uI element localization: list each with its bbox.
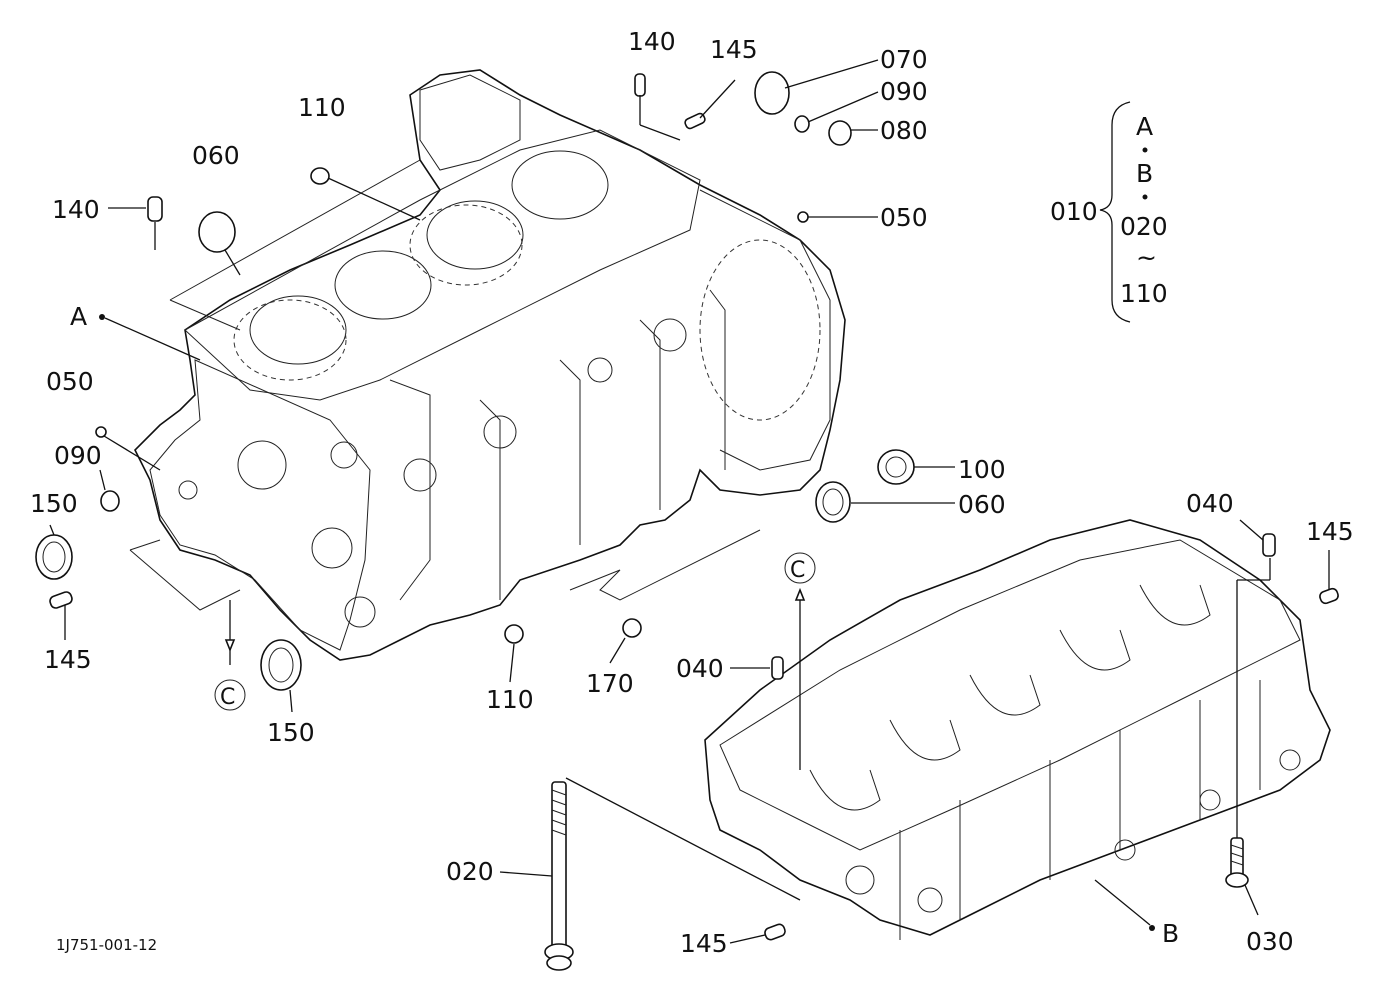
part-labels: 140 145 070 090 080 050 110 060 140 A 05… — [30, 27, 1354, 958]
label-020: 020 — [446, 857, 494, 886]
legend-dot-2 — [1142, 194, 1148, 200]
ref-c-left-circle — [214, 679, 246, 711]
label-040-left: 040 — [676, 654, 724, 683]
leader-lines — [49, 59, 1330, 944]
legend-item-a: A — [1136, 112, 1153, 141]
assembly-legend: 010 A B 020 ~ 110 — [1050, 101, 1168, 323]
label-070: 070 — [880, 45, 928, 74]
label-145-left: 145 — [44, 645, 92, 674]
label-150-bottom: 150 — [267, 718, 315, 747]
label-ref-c-left: C — [220, 685, 235, 710]
lower-crankcase-drawing — [704, 519, 1331, 940]
label-060-right: 060 — [958, 490, 1006, 519]
legend-assembly: 010 — [1050, 197, 1098, 226]
legend-item-020: 020 — [1120, 212, 1168, 241]
label-ref-a: A — [70, 302, 87, 331]
legend-dot-1 — [1142, 147, 1148, 153]
label-145-top: 145 — [710, 35, 758, 64]
label-145-right: 145 — [1306, 517, 1354, 546]
legend-item-110: 110 — [1120, 279, 1168, 308]
label-090-left: 090 — [54, 441, 102, 470]
label-ref-b: B — [1162, 919, 1179, 948]
label-170: 170 — [586, 669, 634, 698]
label-090-top: 090 — [880, 77, 928, 106]
upper-crankcase-drawing — [129, 69, 846, 661]
label-100: 100 — [958, 455, 1006, 484]
label-145-bottom: 145 — [680, 929, 728, 958]
label-050-left: 050 — [46, 367, 94, 396]
label-140-top: 140 — [628, 27, 676, 56]
parts-drawing — [35, 71, 1339, 971]
label-110-bottom: 110 — [486, 685, 534, 714]
label-110-top: 110 — [298, 93, 346, 122]
figure-id: 1J751-001-12 — [56, 936, 157, 954]
label-ref-c-right: C — [790, 558, 805, 583]
label-140-left: 140 — [52, 195, 100, 224]
label-040-right: 040 — [1186, 489, 1234, 518]
label-050-right: 050 — [880, 203, 928, 232]
legend-item-b: B — [1136, 159, 1153, 188]
label-030: 030 — [1246, 927, 1294, 956]
label-060-top: 060 — [192, 141, 240, 170]
ref-c-right-circle — [784, 552, 816, 584]
label-080: 080 — [880, 116, 928, 145]
label-150-left: 150 — [30, 489, 78, 518]
legend-tilde: ~ — [1136, 243, 1157, 272]
